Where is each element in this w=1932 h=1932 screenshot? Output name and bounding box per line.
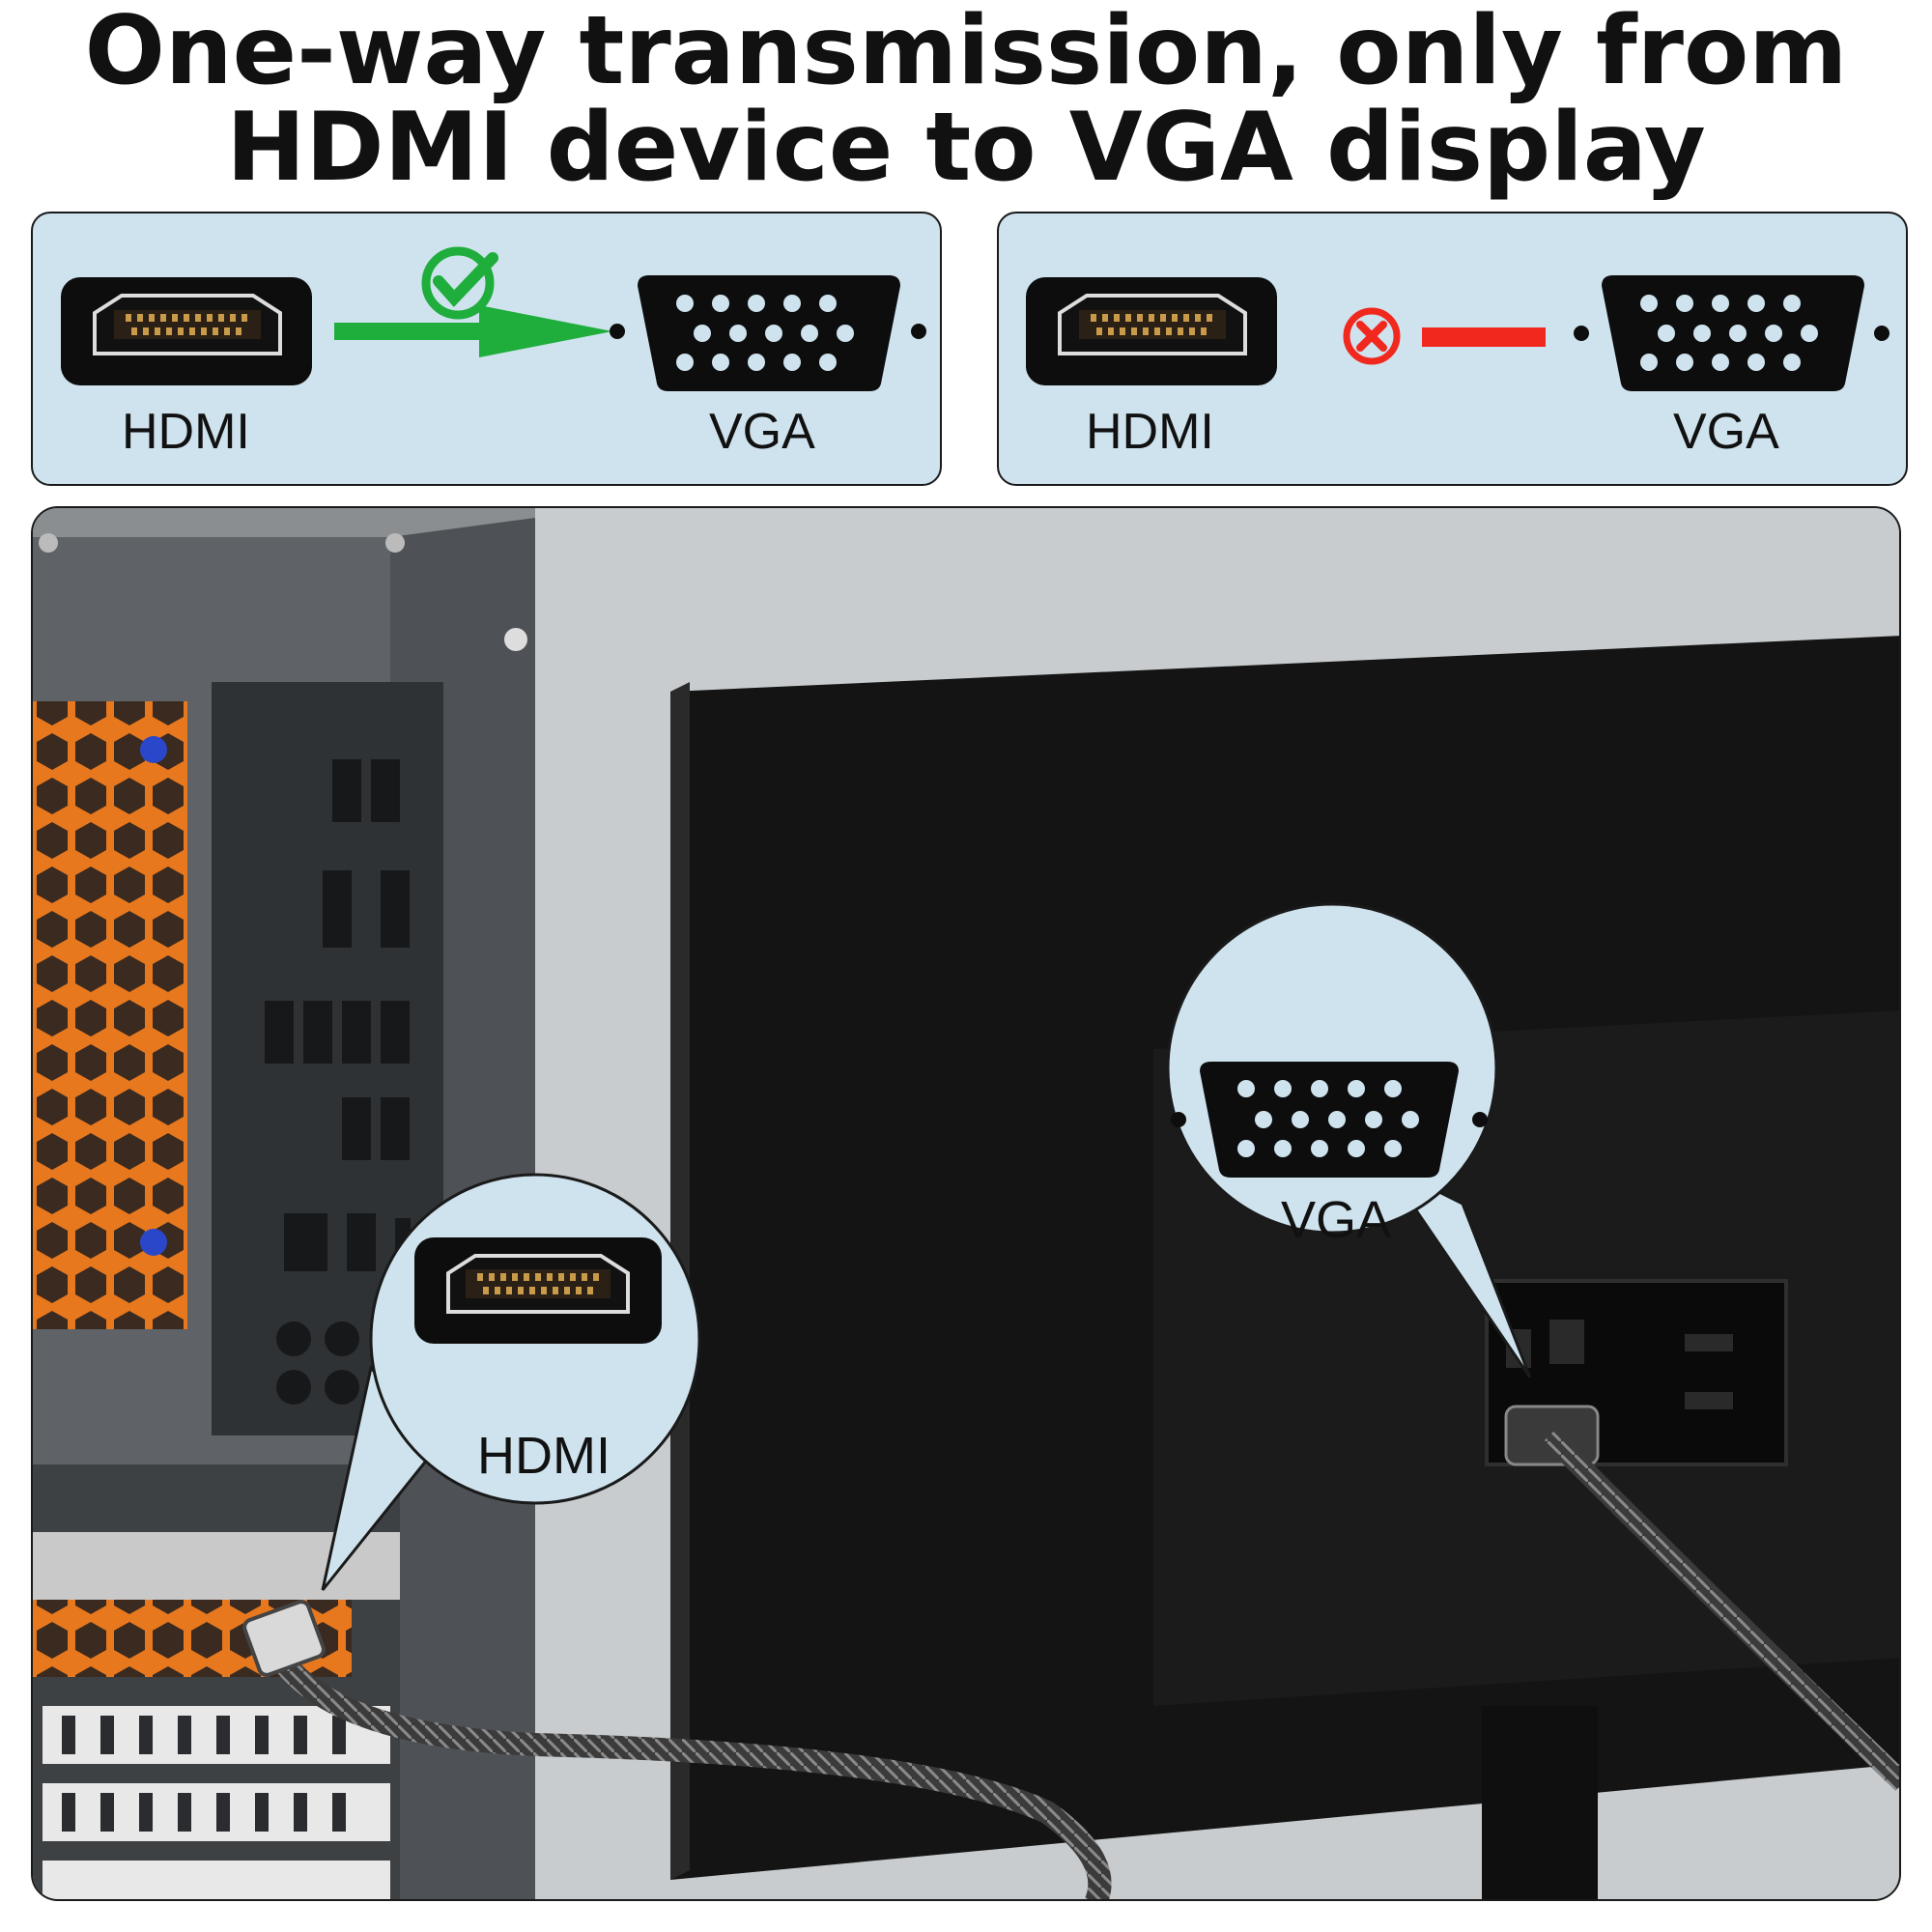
cross-circle-icon [1343, 307, 1401, 365]
headline-line-2: HDMI device to VGA display [226, 93, 1706, 203]
green-arrow-icon [334, 305, 612, 357]
hdmi-connector-icon [414, 1237, 662, 1344]
right-hdmi-label: HDMI [1086, 404, 1214, 460]
left-hdmi-label: HDMI [122, 404, 250, 460]
product-photo: HDMI VGA [31, 506, 1901, 1901]
check-circle-icon [421, 246, 498, 320]
vga-connector-icon [1574, 275, 1889, 391]
diagram-allowed-direction: HDMI VGA [31, 212, 942, 486]
blocked-diagram-graphic [1026, 275, 1889, 391]
hdmi-connector-icon [61, 277, 312, 385]
hdmi-connector-icon [1026, 277, 1277, 385]
monitor [670, 636, 1899, 1899]
photo-vga-label: VGA [1281, 1191, 1392, 1249]
braided-cable [1542, 1428, 1899, 1791]
allowed-diagram-graphic [61, 246, 926, 391]
photo-hdmi-label: HDMI [477, 1427, 611, 1485]
pc-monitor-illustration [33, 508, 1899, 1899]
headline-line-1: One-way transmission, only from [84, 0, 1848, 106]
right-vga-label: VGA [1673, 404, 1779, 460]
vga-connector-icon [610, 275, 926, 391]
braided-cable-2 [264, 1641, 1112, 1899]
left-vga-label: VGA [709, 404, 815, 460]
vga-callout-connector-icon [1171, 1062, 1488, 1178]
diagram-blocked-direction: HDMI VGA [997, 212, 1908, 486]
hdmi-callout [321, 1173, 701, 1591]
red-blocked-line [1422, 327, 1546, 347]
hdmi-plug [242, 1600, 326, 1677]
